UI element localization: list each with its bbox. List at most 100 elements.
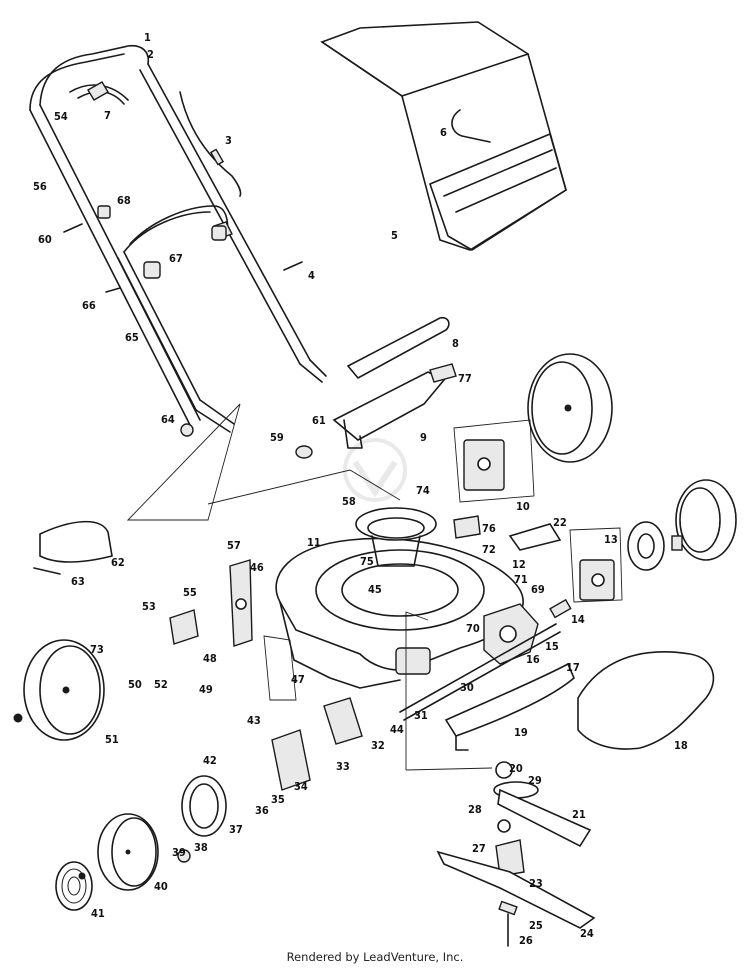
callout-77: 77 [458,372,472,385]
callout-63: 63 [71,575,85,588]
callout-32: 32 [371,739,385,752]
callout-35: 35 [271,793,285,806]
callout-72: 72 [482,543,496,556]
callout-66: 66 [82,299,96,312]
callout-23: 23 [529,877,543,890]
gear-wheel [177,775,227,863]
handle-knobs [63,205,303,437]
callout-73: 73 [90,643,104,656]
callout-74: 74 [416,484,430,497]
callout-58: 58 [342,495,356,508]
side-discharge-chute [33,520,113,575]
callout-68: 68 [117,194,131,207]
front-wheel-right [627,479,737,571]
callout-49: 49 [199,683,213,696]
callout-46: 46 [250,561,264,574]
callout-37: 37 [229,823,243,836]
callout-54: 54 [54,110,68,123]
callout-2: 2 [147,48,154,61]
rear-wheel-right [527,353,613,463]
callout-24: 24 [580,927,594,940]
front-wheel-left [97,813,159,891]
callout-22: 22 [553,516,567,529]
grass-catcher-bag [320,21,567,251]
callout-18: 18 [674,739,688,752]
callout-30: 30 [460,681,474,694]
callout-43: 43 [247,714,261,727]
callout-19: 19 [514,726,528,739]
callout-55: 55 [183,586,197,599]
callout-21: 21 [572,808,586,821]
callout-44: 44 [390,723,404,736]
callout-36: 36 [255,804,269,817]
callout-41: 41 [91,907,105,920]
callout-39: 39 [172,846,186,859]
callout-64: 64 [161,413,175,426]
mulch-plug [577,651,715,750]
callout-50: 50 [128,678,142,691]
callout-6: 6 [440,126,447,139]
callout-60: 60 [38,233,52,246]
watermark-logo [343,438,407,502]
callout-13: 13 [604,533,618,546]
callout-25: 25 [529,919,543,932]
callout-17: 17 [566,661,580,674]
spring [295,445,313,459]
callout-51: 51 [105,733,119,746]
callout-20: 20 [509,762,523,775]
callout-14: 14 [571,613,585,626]
callout-53: 53 [142,600,156,613]
callout-11: 11 [307,536,321,549]
callout-40: 40 [154,880,168,893]
callout-1: 1 [144,31,151,44]
upper-handle [29,44,327,426]
callout-12: 12 [512,558,526,571]
callout-45: 45 [368,583,382,596]
mower-deck [275,507,524,689]
callout-42: 42 [203,754,217,767]
callout-8: 8 [452,337,459,350]
footer-credit: Rendered by LeadVenture, Inc. [286,950,464,964]
rear-baffle [332,316,457,449]
callout-28: 28 [468,803,482,816]
callout-26: 26 [519,934,533,947]
wheel-height-bracket [169,559,363,791]
callout-71: 71 [514,573,528,586]
callout-29: 29 [528,774,542,787]
callout-9: 9 [420,431,427,444]
callout-76: 76 [482,522,496,535]
transmission [399,598,572,721]
callout-10: 10 [516,500,530,513]
callout-70: 70 [466,622,480,635]
callout-65: 65 [125,331,139,344]
callout-27: 27 [472,842,486,855]
deck-bracket-parts [453,439,615,601]
callout-47: 47 [291,673,305,686]
control-cable [179,91,242,197]
callout-16: 16 [526,653,540,666]
callout-31: 31 [414,709,428,722]
callout-56: 56 [33,180,47,193]
callout-52: 52 [154,678,168,691]
callout-5: 5 [391,229,398,242]
front-skid-bracket [444,662,575,751]
callout-62: 62 [111,556,125,569]
callout-38: 38 [194,841,208,854]
blade-assembly [436,761,596,947]
callout-3: 3 [225,134,232,147]
callout-75: 75 [360,555,374,568]
callout-61: 61 [312,414,326,427]
rear-wheel-left [13,639,105,741]
callout-34: 34 [294,780,308,793]
group-outlines [126,403,623,771]
callout-15: 15 [545,640,559,653]
callout-4: 4 [308,269,315,282]
callout-7: 7 [104,109,111,122]
callout-69: 69 [531,583,545,596]
callout-59: 59 [270,431,284,444]
hub-cap [55,861,93,911]
bail-lever [69,81,129,105]
callout-48: 48 [203,652,217,665]
